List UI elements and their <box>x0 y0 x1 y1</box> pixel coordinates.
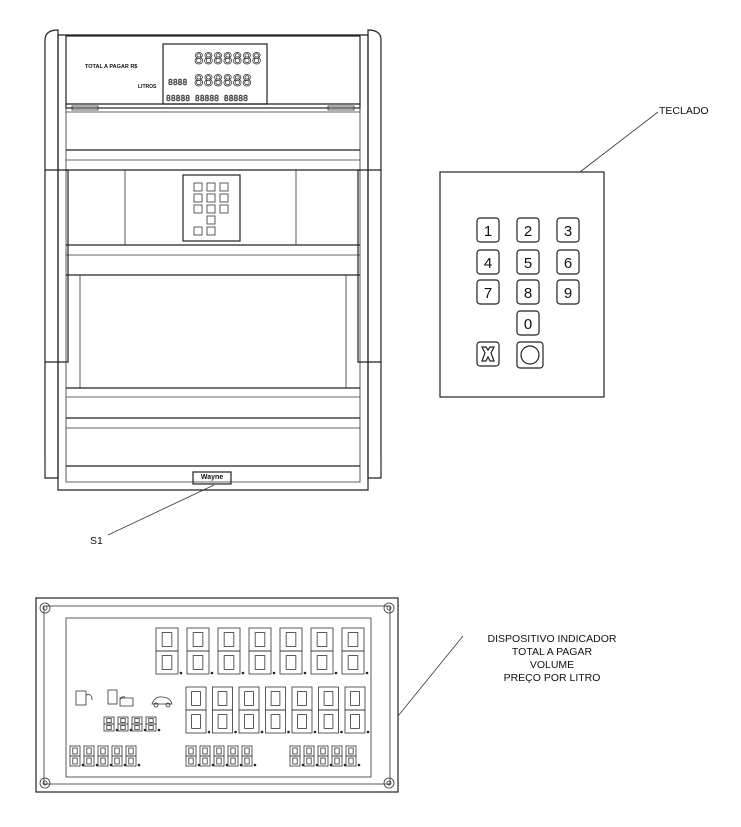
total-digit-2 <box>186 627 214 675</box>
key-8: 8 <box>524 285 532 302</box>
indicator-line-2: TOTAL A PAGAR <box>511 646 593 658</box>
brand-plate: Wayne <box>200 474 224 481</box>
volume-digit-3 <box>238 686 264 734</box>
top-display-digits: 8888888 888888 88888 88888 88888 8888 <box>166 49 262 104</box>
s1-label: S1 <box>90 535 103 547</box>
indicator-line-4: PREÇO POR LITRO <box>503 672 601 684</box>
price2-digit-4 <box>227 745 243 767</box>
volume-digit-5 <box>291 686 317 734</box>
price2-digit-3 <box>213 745 229 767</box>
keypad-detail: 1 2 3 4 5 6 7 8 9 0 <box>439 111 659 398</box>
indicator-display <box>35 597 464 793</box>
key-3-outline <box>556 217 580 243</box>
mini-keypad <box>193 182 229 236</box>
indicator-line-3: VOLUME <box>529 659 575 671</box>
small-digit-3 <box>131 716 147 732</box>
teclado-label: TECLADO <box>659 105 709 117</box>
small-digit-2 <box>117 716 133 732</box>
price3-digit-4 <box>331 745 347 767</box>
litros-label: LITROS <box>138 84 157 90</box>
key-8-outline <box>516 279 540 305</box>
key-4: 4 <box>484 255 492 272</box>
volume-digit-6 <box>318 686 343 734</box>
key-9: 9 <box>564 285 572 302</box>
small-digit-4 <box>145 716 161 732</box>
price2-digit-1 <box>185 745 201 767</box>
price2-digit-5 <box>241 745 257 767</box>
cancel-x-icon <box>476 341 500 367</box>
price2-digit-2 <box>199 745 215 767</box>
total-digit-1 <box>155 627 183 675</box>
price1-digit-2 <box>83 745 99 767</box>
price1-digit-3 <box>97 745 113 767</box>
pump-front-view: 8888888 888888 88888 88888 88888 8888 <box>44 29 382 536</box>
volume-digit-2 <box>212 686 237 734</box>
total-a-pagar-label: TOTAL A PAGAR R$ <box>85 64 138 70</box>
indicator-caption: DISPOSITIVO INDICADOR TOTAL A PAGAR VOLU… <box>462 633 642 685</box>
price1-digit-5 <box>125 745 141 767</box>
pump-icons <box>75 689 173 708</box>
key-0-outline <box>516 310 540 336</box>
key-5-outline <box>516 249 540 275</box>
indicator-line-1: DISPOSITIVO INDICADOR <box>487 633 617 645</box>
price1-digit-4 <box>111 745 127 767</box>
confirm-circle-icon <box>516 341 544 369</box>
svg-text:88888 88888 88888: 88888 88888 88888 <box>166 94 248 103</box>
key-7-outline <box>476 279 500 305</box>
volume-digit-4 <box>265 686 290 734</box>
key-5: 5 <box>524 255 532 272</box>
key-6-outline <box>556 249 580 275</box>
key-2-outline <box>516 217 540 243</box>
key-2: 2 <box>524 223 532 240</box>
key-4-outline <box>476 249 500 275</box>
total-digit-4 <box>248 627 276 675</box>
key-3: 3 <box>564 223 572 240</box>
total-digit-7 <box>341 627 369 675</box>
key-6: 6 <box>564 255 572 272</box>
price3-digit-1 <box>289 745 305 767</box>
key-7: 7 <box>484 285 492 302</box>
price1-digit-1 <box>69 745 85 767</box>
volume-digit-1 <box>185 686 211 734</box>
total-digit-6 <box>310 627 338 675</box>
volume-digit-7 <box>344 686 370 734</box>
total-digit-5 <box>279 627 307 675</box>
key-0: 0 <box>524 316 532 333</box>
svg-text:8888: 8888 <box>168 78 187 87</box>
svg-text:8888888: 8888888 <box>194 49 261 68</box>
price3-digit-2 <box>303 745 319 767</box>
small-digit-1 <box>103 716 119 732</box>
key-1: 1 <box>484 223 492 240</box>
key-1-outline <box>476 217 500 243</box>
price3-digit-3 <box>317 745 333 767</box>
price3-digit-5 <box>345 745 361 767</box>
total-digit-3 <box>217 627 245 675</box>
key-9-outline <box>556 279 580 305</box>
svg-text:888888: 888888 <box>194 71 252 90</box>
